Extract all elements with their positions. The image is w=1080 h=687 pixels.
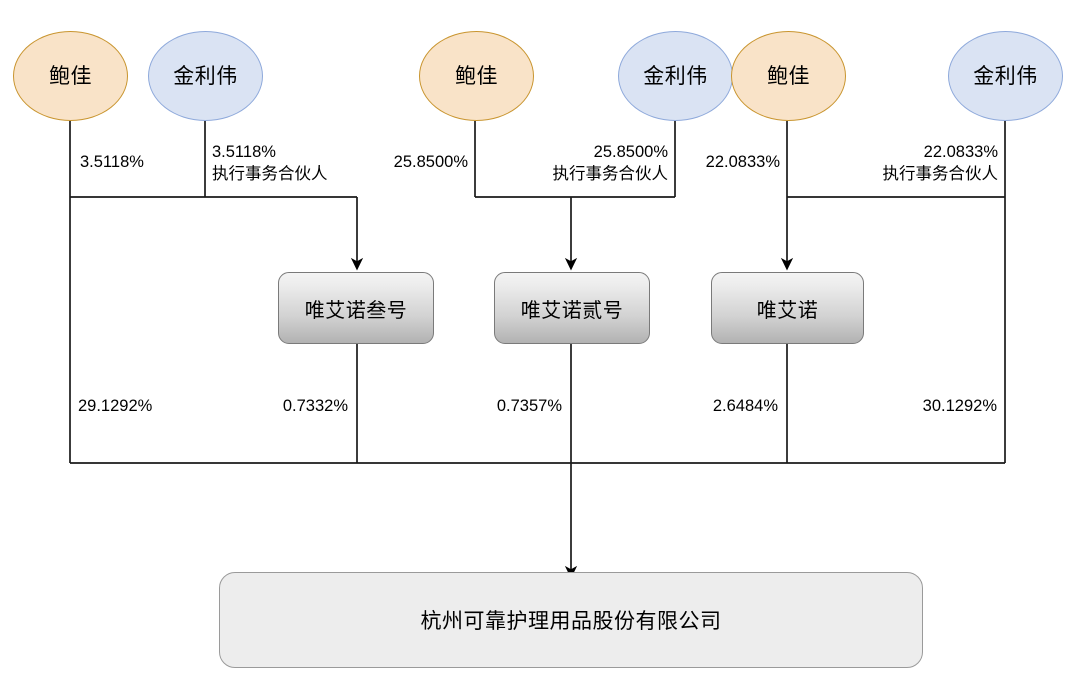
partner-role-label: 执行事务合伙人 (212, 164, 328, 183)
percent-value: 0.7357% (496, 397, 562, 415)
person-label: 鲍佳 (767, 64, 810, 88)
partner-role-label: 执行事务合伙人 (552, 164, 669, 183)
percent-value: 30.1292% (922, 397, 997, 415)
person-label: 金利伟 (973, 64, 1038, 88)
person-node-jinliwei-3[interactable]: 金利伟 (948, 31, 1063, 121)
edge-label-jinliwei-direct: 30.1292% (880, 396, 997, 418)
edge-label-group1-jinliwei: 3.5118% 执行事务合伙人 (212, 142, 328, 186)
edge-label-weiainuo2-to-company: 0.7357% (458, 396, 562, 418)
edge-label-group3-baojia: 22.0833% (688, 152, 780, 174)
company-label: 杭州可靠护理用品股份有限公司 (420, 610, 722, 633)
partner-role-label: 执行事务合伙人 (882, 164, 999, 183)
entity-label: 唯艾诺 (756, 299, 819, 322)
percent-value: 25.8500% (593, 143, 668, 161)
percent-value: 22.0833% (923, 143, 998, 161)
company-box[interactable]: 杭州可靠护理用品股份有限公司 (219, 572, 923, 668)
percent-value: 3.5118% (80, 153, 144, 171)
entity-box-weiainuo-1[interactable]: 唯艾诺 (711, 272, 864, 344)
person-node-baojia-2[interactable]: 鲍佳 (419, 31, 534, 121)
person-node-baojia-1[interactable]: 鲍佳 (13, 31, 128, 121)
percent-value: 0.7332% (282, 397, 348, 415)
entity-box-weiainuo-3[interactable]: 唯艾诺叁号 (278, 272, 434, 344)
edge-label-weiainuo3-to-company: 0.7332% (244, 396, 348, 418)
percent-value: 22.0833% (705, 153, 780, 171)
entity-label: 唯艾诺贰号 (520, 299, 624, 322)
percent-value: 3.5118% (212, 143, 276, 161)
person-node-jinliwei-2[interactable]: 金利伟 (618, 31, 733, 121)
edge-label-baojia-direct: 29.1292% (78, 396, 152, 418)
person-label: 鲍佳 (49, 64, 92, 88)
person-label: 鲍佳 (455, 64, 498, 88)
person-label: 金利伟 (173, 64, 238, 88)
percent-value: 25.8500% (393, 153, 468, 171)
edge-label-group2-baojia: 25.8500% (378, 152, 468, 174)
entity-label: 唯艾诺叁号 (304, 299, 408, 322)
edge-label-weiainuo1-to-company: 2.6484% (674, 396, 778, 418)
percent-value: 2.6484% (712, 397, 778, 415)
edge-label-group2-jinliwei: 25.8500% 执行事务合伙人 (483, 142, 669, 186)
person-node-baojia-3[interactable]: 鲍佳 (731, 31, 846, 121)
entity-box-weiainuo-2[interactable]: 唯艾诺贰号 (494, 272, 650, 344)
person-node-jinliwei-1[interactable]: 金利伟 (148, 31, 263, 121)
person-label: 金利伟 (643, 64, 708, 88)
percent-value: 29.1292% (78, 397, 153, 415)
edge-label-group3-jinliwei: 22.0833% 执行事务合伙人 (813, 142, 999, 186)
edge-label-group1-baojia: 3.5118% (80, 152, 144, 174)
